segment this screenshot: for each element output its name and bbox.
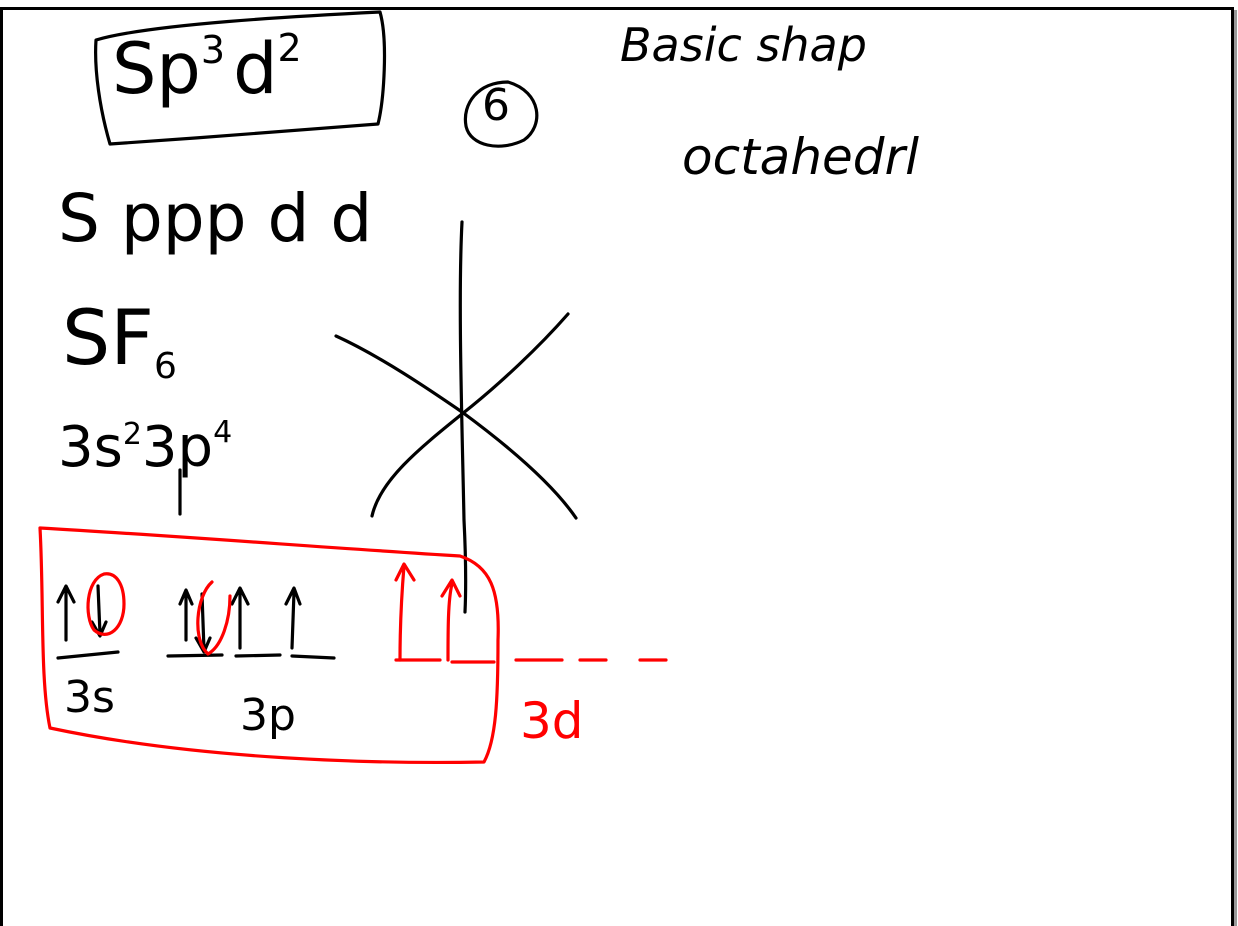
octahedron-diagonal-1 xyxy=(334,334,578,520)
molecule-subscript: 6 xyxy=(153,346,177,387)
arrow-3p1-up xyxy=(178,588,194,642)
config-3p-sup: 4 xyxy=(213,415,233,450)
circle-around-6 xyxy=(463,80,539,148)
orbital-3p-line-3 xyxy=(290,654,336,660)
orbital-box xyxy=(38,526,500,765)
octahedron-diagonal-2 xyxy=(370,312,570,518)
hybrid-sp: Sp xyxy=(112,28,201,110)
frame-shadow xyxy=(1234,10,1237,926)
circled-number: 6 xyxy=(482,80,510,131)
config-3s: 3s xyxy=(58,415,123,480)
shape-name: octahedrl xyxy=(682,128,919,186)
arrow-3s-up xyxy=(56,584,76,642)
orbital-3p-line-2 xyxy=(234,653,282,658)
octahedron-vertical-axis xyxy=(458,220,468,614)
frame-left-border xyxy=(0,7,3,926)
basic-shape-label: Basic shap xyxy=(620,18,867,72)
molecule-sf: SF xyxy=(62,293,154,382)
frame-right-border xyxy=(1231,7,1234,926)
hybrid-d: d xyxy=(233,28,278,110)
label-3d: 3d xyxy=(520,692,584,750)
electron-configuration: 3s23p4 xyxy=(58,417,232,476)
orbital-3p-line-1 xyxy=(166,653,224,658)
circle-3p-electron xyxy=(196,580,232,656)
arrow-3s-down xyxy=(90,584,108,638)
frame-top-border xyxy=(0,7,1232,10)
circle-3s-electron xyxy=(86,572,126,636)
config-3p: 3p xyxy=(141,415,214,480)
arrow-3d1-up xyxy=(394,562,416,662)
orbital-3s-line xyxy=(56,650,120,660)
hybridization-box xyxy=(94,10,387,146)
config-3s-sup: 2 xyxy=(122,417,142,452)
hybrid-sup-3: 3 xyxy=(200,28,226,72)
orbital-letters: S ppp d d xyxy=(58,180,373,257)
hybrid-sup-2: 2 xyxy=(277,26,302,70)
arrow-3p2-up xyxy=(230,586,250,650)
molecule-formula: SF6 xyxy=(62,300,177,385)
arrow-3d2-up xyxy=(440,578,462,662)
label-3s: 3s xyxy=(64,672,115,723)
arrow-3p3-up xyxy=(284,586,302,650)
label-3p: 3p xyxy=(240,690,296,741)
